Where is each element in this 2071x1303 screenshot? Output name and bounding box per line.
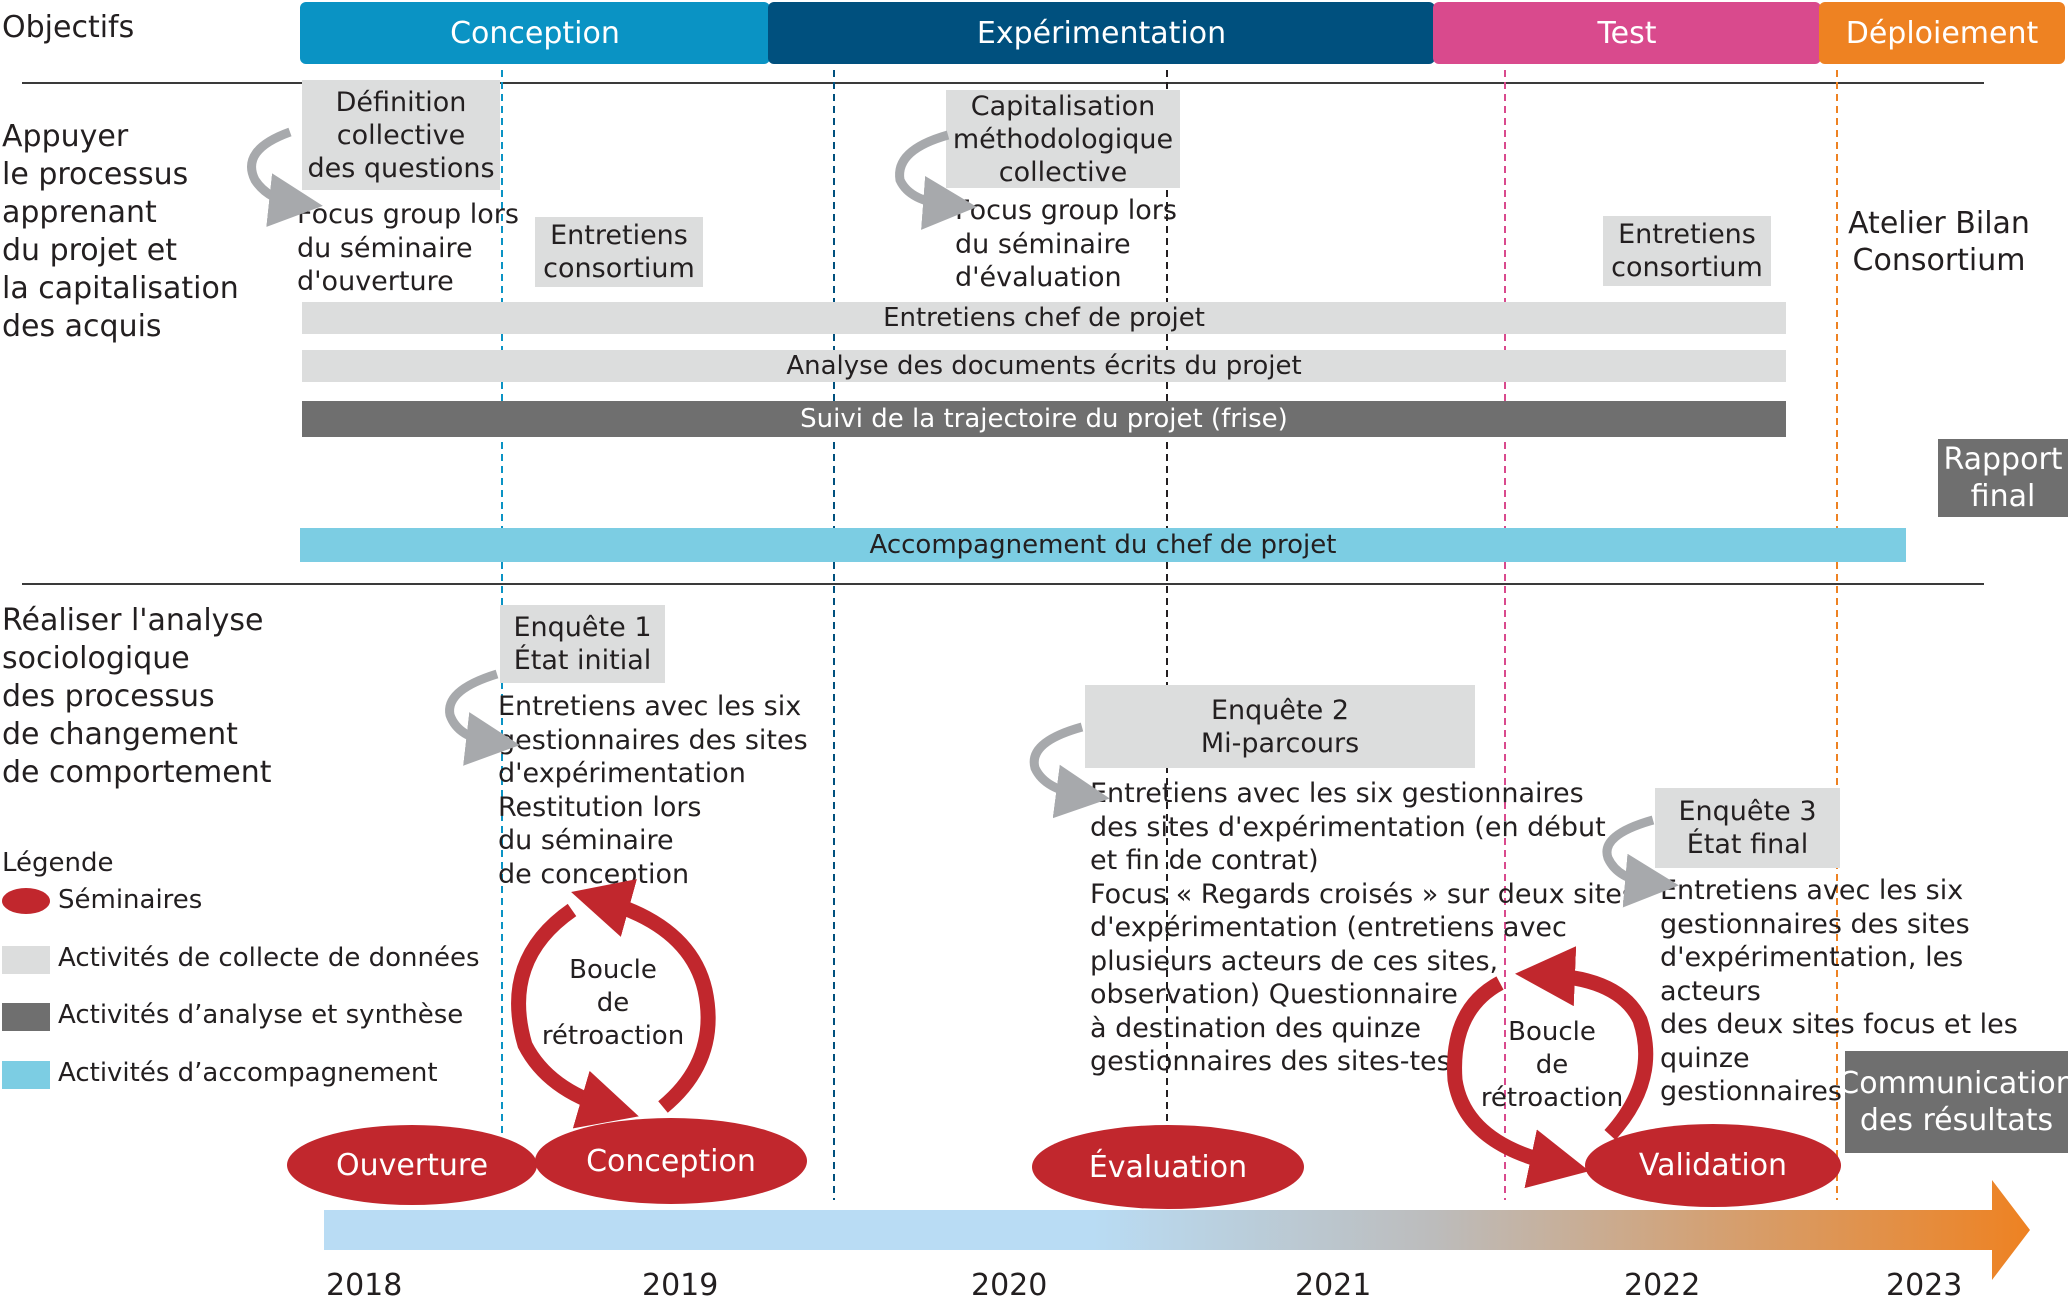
curved-arrow-enquete3: [1602, 815, 1679, 908]
bar-accompagnement: Accompagnement du chef de projet: [300, 528, 1906, 562]
loop-2-arrow-down: [1447, 976, 1590, 1189]
legend-swatch-collecte: [2, 946, 50, 974]
phase-conception: Conception: [300, 2, 770, 64]
atelier-bilan: Atelier Bilan Consortium: [1848, 206, 2030, 278]
legend-swatch-seminaires: [2, 888, 50, 914]
enquete-3-text: Entretiens avec les six gestionnaires de…: [1660, 875, 2031, 1107]
entretiens-consortium-2: Entretiens consortium: [1603, 216, 1771, 286]
loop-2-arrow-up: [1515, 946, 1654, 1141]
curved-arrow-capitalisation: [895, 130, 977, 230]
curved-arrow-definition: [247, 127, 323, 227]
phase-experimentation: Expérimentation: [768, 2, 1435, 64]
legend-label-accompagnement: Activités d’accompagnement: [58, 1058, 438, 1088]
year-2018: 2018: [326, 1268, 403, 1303]
feedback-loop-1-label: Boucle de rétroaction: [541, 954, 685, 1051]
enquete-3-box: Enquête 3 État final: [1655, 788, 1840, 868]
enquete-1-box: Enquête 1 État initial: [500, 605, 665, 683]
year-2023: 2023: [1886, 1268, 1963, 1303]
capitalisation-box: Capitalisation méthodologique collective: [946, 90, 1180, 188]
year-2019: 2019: [642, 1268, 719, 1303]
phase-deploiement: Déploiement: [1819, 2, 2065, 64]
year-2020: 2020: [971, 1268, 1048, 1303]
legend-swatch-analyse: [2, 1003, 50, 1031]
focus-group-ouverture: Focus group lors du séminaire d'ouvertur…: [297, 199, 519, 297]
legend-label-analyse: Activités d’analyse et synthèse: [58, 1000, 464, 1030]
enquete-1-text: Entretiens avec les six gestionnaires de…: [498, 691, 808, 890]
curved-arrow-enquete2: [1029, 722, 1110, 819]
legend-swatch-accompagnement: [2, 1061, 50, 1089]
communication-resultats: Communication des résultats: [1838, 1051, 2071, 1153]
timeline-arrow-shape: [324, 1180, 2030, 1280]
feedback-loop-2-label: Boucle de rétroaction: [1480, 1016, 1624, 1113]
legend-label-collecte: Activités de collecte de données: [58, 943, 480, 973]
separator-middle: [22, 583, 1984, 585]
year-2021: 2021: [1295, 1268, 1372, 1303]
legend-title: Légende: [2, 848, 114, 878]
seminar-evaluation: Évaluation: [1032, 1125, 1304, 1209]
enquete-2-box: Enquête 2 Mi-parcours: [1085, 685, 1475, 768]
loop-1-arrow-up: [571, 879, 716, 1113]
curved-arrow-enquete1: [445, 669, 520, 766]
seminar-conception: Conception: [535, 1118, 807, 1204]
objective-1: Appuyer le processus apprenant du projet…: [2, 119, 239, 344]
definition-questions-box: Définition collective des questions: [302, 80, 500, 190]
entretiens-consortium-1: Entretiens consortium: [535, 217, 703, 287]
legend-label-seminaires: Séminaires: [58, 885, 203, 915]
seminar-ouverture: Ouverture: [287, 1125, 537, 1205]
year-2022: 2022: [1624, 1268, 1701, 1303]
bar-analyse-documents: Analyse des documents écrits du projet: [302, 350, 1786, 382]
enquete-2-text: Entretiens avec les six gestionnaires de…: [1090, 778, 1636, 1077]
seminar-validation: Validation: [1585, 1124, 1841, 1207]
phase-test: Test: [1433, 2, 1821, 64]
loop-1-arrow-down: [511, 903, 639, 1129]
separator-top: [22, 82, 1984, 84]
bar-suivi-trajectoire: Suivi de la trajectoire du projet (frise…: [302, 401, 1786, 437]
bar-entretiens-chef: Entretiens chef de projet: [302, 302, 1786, 334]
rapport-final: Rapport final: [1938, 439, 2068, 517]
objectives-label: Objectifs: [2, 10, 135, 45]
focus-group-evaluation: Focus group lors du séminaire d'évaluati…: [955, 195, 1177, 293]
objective-2: Réaliser l'analyse sociologique des proc…: [2, 603, 272, 790]
